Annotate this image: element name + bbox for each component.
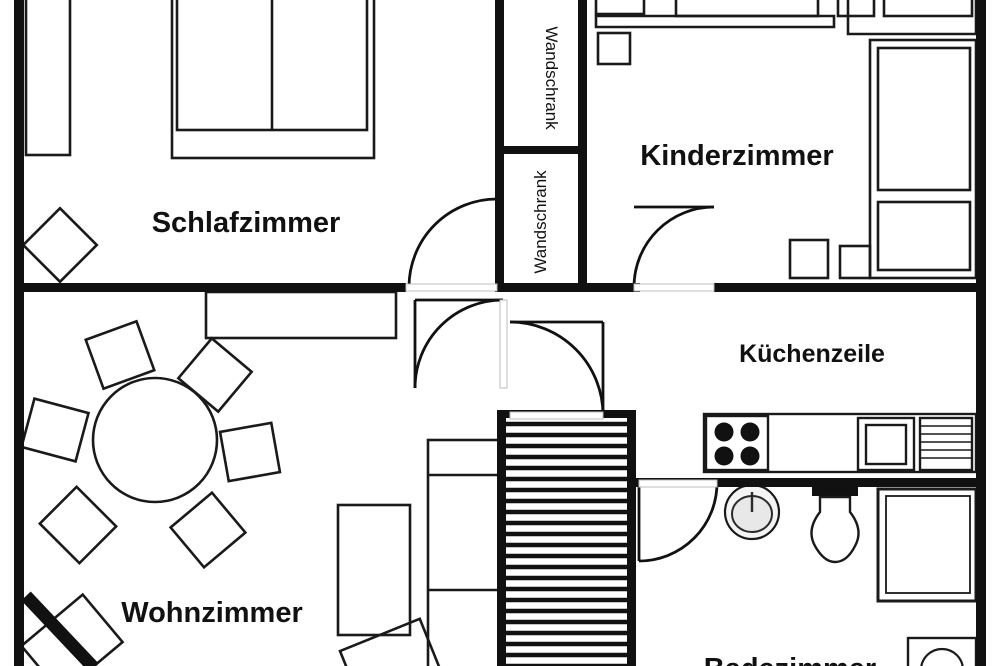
toilet-bowl-icon [810, 495, 860, 564]
room-label-kinderzimmer: Kinderzimmer [640, 140, 833, 172]
opening-schlafzimmer [405, 283, 498, 292]
opening-kinderzimmer [633, 283, 715, 292]
child-bed-mattress-icon [876, 46, 972, 192]
furniture-kuechenzeile [702, 412, 978, 474]
wall-divider-right [714, 283, 986, 292]
coffee-table-icon [338, 617, 442, 666]
furniture-schlafzimmer [21, 0, 376, 284]
opening-flur-right [509, 411, 604, 420]
wall-stair-right [627, 410, 636, 666]
child-shelf-c-icon [882, 0, 974, 18]
stove-burner-icon [714, 422, 734, 442]
washing-machine-icon [906, 636, 978, 666]
dining-chair-icon [168, 490, 248, 570]
closet-label-wandschrank-oben: Wandschrank [542, 26, 561, 130]
washing-machine-door-icon [920, 647, 964, 666]
child-stool-b-icon [838, 244, 872, 280]
wall-bath-top [632, 478, 986, 487]
wardrobe-icon [24, 0, 72, 157]
room-label-schlafzimmer: Schlafzimmer [152, 207, 341, 239]
door-flur-right-arc-icon [509, 320, 605, 416]
wall-left [14, 0, 24, 666]
wall-right [976, 0, 986, 666]
wall-closet-split [495, 146, 587, 154]
child-stool-left-icon [596, 31, 632, 66]
bed-frame-icon [170, 0, 376, 160]
wall-divider-left [14, 283, 406, 292]
staircase-treads [506, 421, 627, 666]
staircase-body [506, 418, 627, 666]
drainboard-icon [918, 416, 974, 472]
room-label-badezimmer: Badezimmer [704, 653, 876, 666]
dining-chair-icon [176, 336, 254, 414]
door-badezimmer-arc-icon [638, 482, 719, 563]
child-bed-foot-icon [876, 200, 972, 272]
door-openings [405, 283, 718, 488]
dining-chair-icon [84, 319, 156, 391]
door-kinderzimmer-arc-icon [632, 205, 715, 288]
opening-flur-left [499, 299, 508, 389]
drainboard-lines-icon [921, 425, 971, 459]
dining-chair-icon [19, 397, 91, 463]
armchair-icon [336, 503, 412, 637]
tv-bar-icon [21, 591, 99, 666]
stove-burner-icon [740, 422, 760, 442]
wall-divider-mid [495, 283, 640, 292]
child-cabinet-strip-icon [594, 14, 836, 29]
dining-chair-icon [218, 421, 282, 483]
room-label-wohnzimmer: Wohnzimmer [121, 597, 303, 629]
child-shelf-a-icon [594, 0, 646, 16]
nightstand-icon [21, 206, 99, 284]
dining-table-icon [91, 376, 219, 504]
stove-burner-icon [714, 446, 734, 466]
kitchen-sink-outer-icon [856, 416, 916, 472]
stove-burner-icon [740, 446, 760, 466]
staircase [506, 418, 627, 666]
stove-icon [704, 414, 770, 472]
room-label-kuechenzeile: Küchenzeile [739, 340, 885, 368]
opening-badezimmer [638, 479, 718, 488]
closet-label-wandschrank-unten: Wandschrank [531, 170, 550, 274]
wall-stair-left [497, 410, 506, 666]
child-shelf-b-icon [836, 0, 876, 18]
furniture-badezimmer [723, 483, 978, 666]
kitchen-sink-basin-icon [864, 423, 908, 466]
toilet-tank-icon [812, 487, 858, 496]
door-flur-left-arc-icon [413, 298, 504, 389]
furniture-wohnzimmer [19, 290, 502, 666]
bathtub-inner-icon [885, 495, 971, 594]
dining-chair-icon [37, 484, 119, 566]
child-stool-a-icon [788, 238, 830, 280]
door-schlafzimmer-arc-icon [407, 197, 498, 288]
